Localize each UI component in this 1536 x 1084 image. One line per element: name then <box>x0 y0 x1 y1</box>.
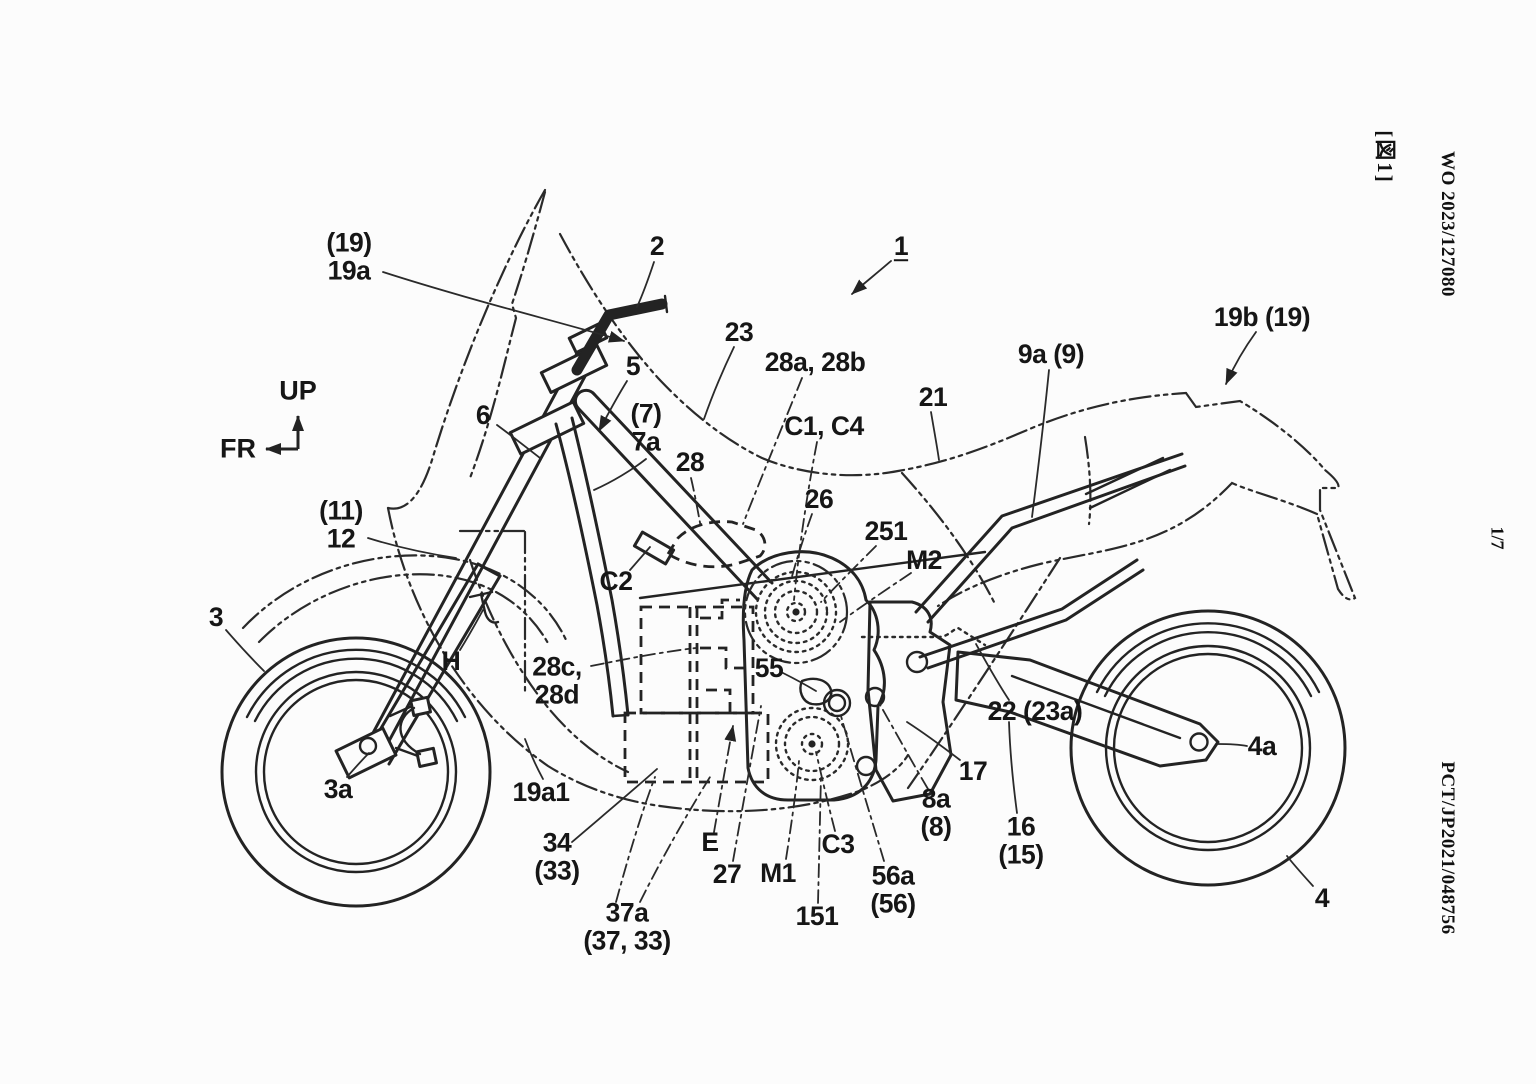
ref-label-26: 26 <box>804 484 834 515</box>
ref-label-4: 4 <box>1314 883 1330 914</box>
motor-and-clutch-circles <box>743 559 852 782</box>
front-brake-caliper <box>388 695 438 768</box>
ref-label-h: H <box>441 646 461 677</box>
ref-label-9a-9: 9a (9) <box>1017 339 1085 370</box>
ref-label-19b-19: 19b (19) <box>1213 302 1311 333</box>
battery-boxes-hidden <box>623 520 770 784</box>
engine-case <box>741 550 886 802</box>
ref-label-151: 151 <box>795 901 839 932</box>
front-axle-holder <box>334 726 398 780</box>
ref-label-17: 17 <box>958 756 988 787</box>
ref-label-56a-56: 56a(56) <box>870 860 916 918</box>
ref-label-c3: C3 <box>821 829 855 860</box>
ref-label-34-33: 34(33) <box>534 827 580 885</box>
ref-label-8a-8: 8a(8) <box>920 783 952 841</box>
ref-label-28a-28b: 28a, 28b <box>764 347 866 378</box>
ref-label-23: 23 <box>724 317 754 348</box>
figure-tag: [図1] <box>1373 130 1397 184</box>
ref-label-28: 28 <box>675 447 705 478</box>
ref-label-2: 2 <box>649 231 665 262</box>
pivot-bolt-upper <box>864 686 886 708</box>
rear-subframe <box>914 452 1187 670</box>
ref-label-19-19a: (19)19a <box>326 227 372 285</box>
front-label: FR <box>220 433 256 464</box>
control-unit-hidden <box>666 520 767 569</box>
orientation-axis <box>265 415 304 455</box>
rear-axle <box>1189 732 1209 752</box>
cross-member-c2 <box>632 530 676 566</box>
publication-number: WO 2023/127080 <box>1437 151 1458 297</box>
rear-wheel <box>1069 609 1347 887</box>
ref-label-6: 6 <box>475 400 491 431</box>
ref-label-4a: 4a <box>1247 731 1277 762</box>
ref-label-19a1: 19a1 <box>512 777 570 808</box>
ref-label-c2: C2 <box>599 566 633 597</box>
ref-label-28c-28d: 28c,28d <box>532 651 582 709</box>
ref-label-1: 1 <box>893 231 909 262</box>
ref-label-3a: 3a <box>323 774 353 805</box>
ref-label-37a-37-33: 37a(37, 33) <box>583 897 671 955</box>
ref-label-5: 5 <box>625 351 641 382</box>
ref-label-22-23a: 22 (23a) <box>987 696 1083 727</box>
ref-label-c1-c4: C1, C4 <box>784 411 864 442</box>
ref-label-21: 21 <box>918 382 948 413</box>
ref-label-3: 3 <box>208 602 224 633</box>
ref-label-e: E <box>701 827 719 858</box>
ref-label-55: 55 <box>754 653 784 684</box>
front-wheel <box>220 636 492 908</box>
ref-label-251: 251 <box>864 516 908 547</box>
ref-label-7-7a: (7)7a <box>630 398 662 456</box>
ref-label-m1: M1 <box>760 858 796 889</box>
headlight-bracket <box>468 590 500 624</box>
ref-label-11-12: (11)12 <box>319 495 363 553</box>
up-label: UP <box>279 375 317 406</box>
application-number: PCT/JP2021/048756 <box>1437 761 1458 935</box>
sheet-number: 1/7 <box>1487 526 1508 550</box>
handlebar <box>571 294 669 376</box>
ref-label-27: 27 <box>712 859 742 890</box>
ref-label-16-15: 16(15) <box>998 811 1044 869</box>
ref-label-m2: M2 <box>906 545 942 576</box>
front-fork <box>334 321 609 780</box>
leader-lines <box>225 260 1314 904</box>
swingarm <box>954 650 1220 768</box>
